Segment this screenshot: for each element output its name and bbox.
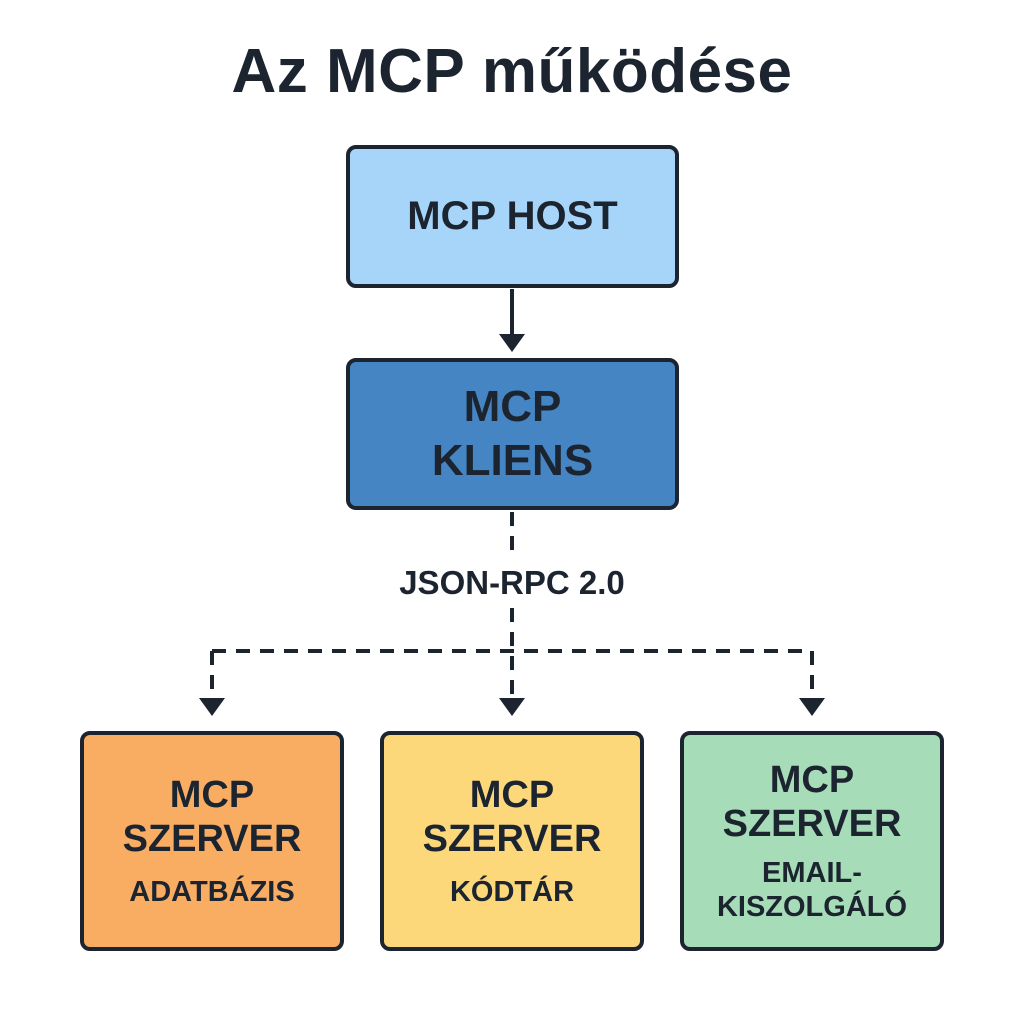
server-label-line1: MCP — [769, 759, 855, 801]
server-subtitle-line1: EMAIL- — [762, 857, 862, 889]
server-subtitle: ADATBÁZIS — [129, 876, 295, 908]
mcp-server-database-box: MCP SZERVER ADATBÁZIS — [80, 731, 344, 951]
mcp-server-email-box: MCP SZERVER EMAIL- KISZOLGÁLÓ — [680, 731, 944, 951]
mcp-server-code-repo-box: MCP SZERVER KÓDTÁR — [380, 731, 644, 951]
host-to-client-arrow — [499, 289, 525, 352]
mcp-client-label-line1: MCP — [463, 382, 562, 431]
arrowhead-server-db — [199, 698, 225, 716]
server-label-line2: SZERVER — [122, 818, 302, 860]
server-label-line2: SZERVER — [422, 818, 602, 860]
mcp-client-box: MCP KLIENS — [346, 358, 679, 510]
page-title: Az MCP működése — [231, 37, 793, 106]
protocol-label-text: JSON-RPC 2.0 — [387, 562, 637, 604]
client-to-servers-connector — [210, 512, 814, 700]
arrowhead-server-code — [499, 698, 525, 716]
server-label-line1: MCP — [169, 774, 255, 816]
server-subtitle-line2: KISZOLGÁLÓ — [716, 891, 908, 923]
server-subtitle: EMAIL- KISZOLGÁLÓ — [717, 856, 907, 924]
mcp-host-label: MCP HOST — [407, 194, 618, 238]
arrowhead-server-mail — [799, 698, 825, 716]
server-arrowheads — [199, 698, 825, 716]
mcp-client-label-line2: KLIENS — [431, 436, 594, 485]
server-subtitle: KÓDTÁR — [449, 876, 575, 908]
protocol-label: JSON-RPC 2.0 — [0, 562, 1024, 604]
server-label-line1: MCP — [469, 774, 555, 816]
mcp-host-box: MCP HOST — [346, 145, 679, 288]
server-label-line2: SZERVER — [722, 803, 902, 845]
